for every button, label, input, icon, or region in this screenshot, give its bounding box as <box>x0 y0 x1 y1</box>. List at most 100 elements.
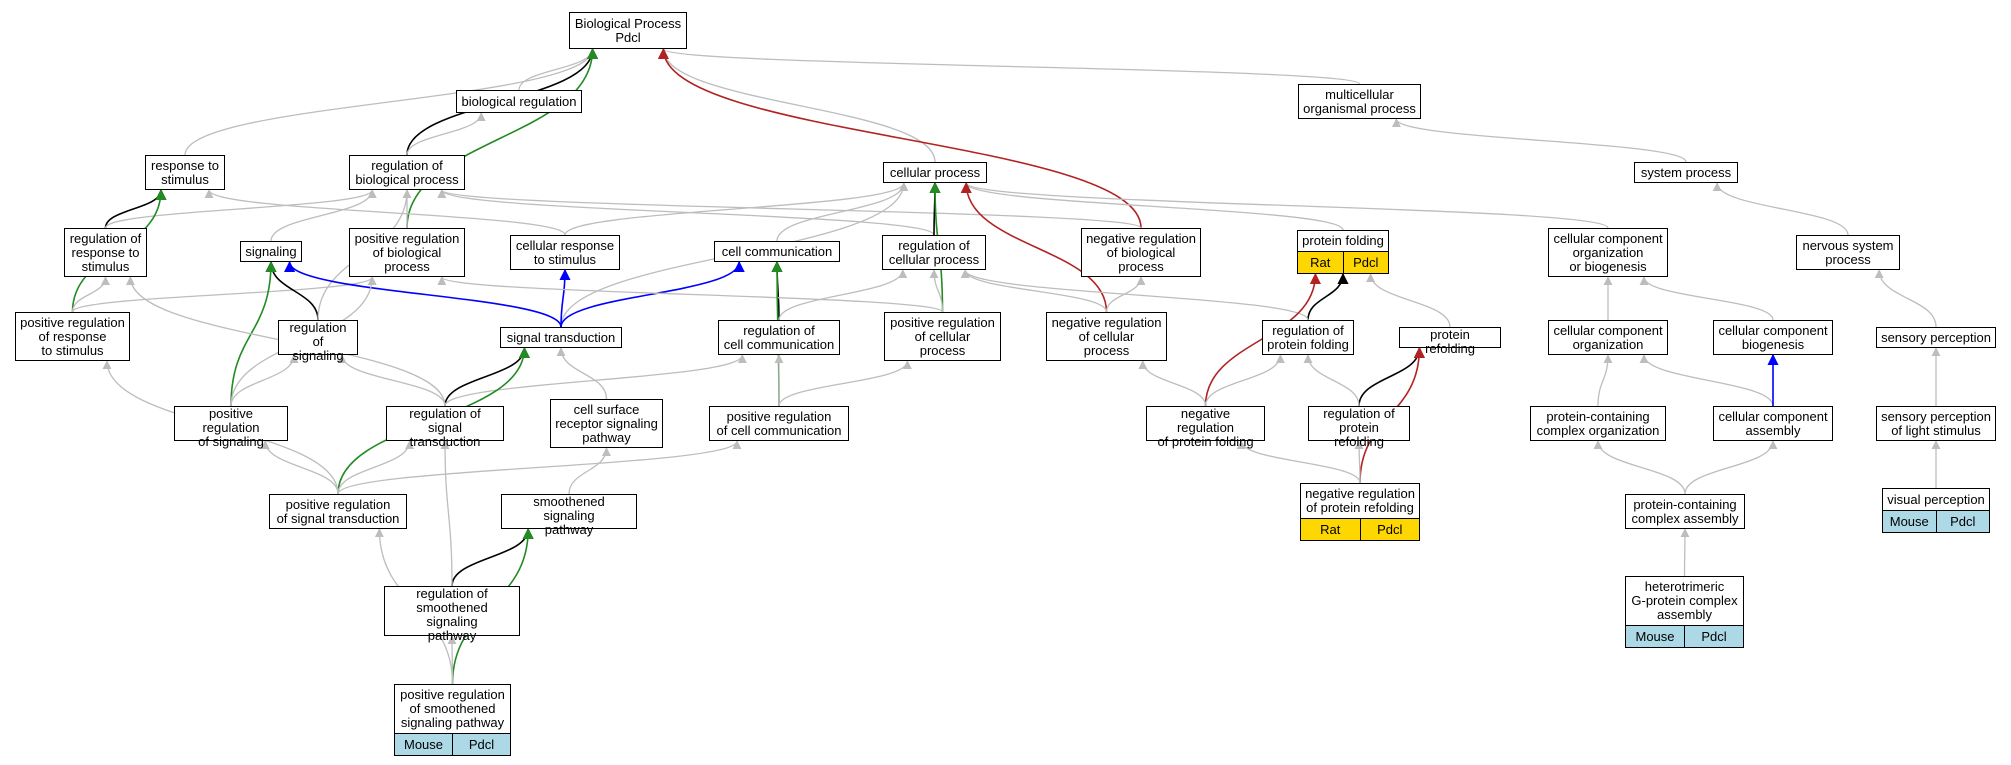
node-negative-regulation-of-biological-process[interactable]: negative regulation of biological proces… <box>1081 228 1201 277</box>
node-positive-regulation-of-cell-communication[interactable]: positive regulation of cell communicatio… <box>709 406 849 441</box>
node-cellular-component-assembly[interactable]: cellular component assembly <box>1713 406 1833 441</box>
node-label: positive regulation of signal transducti… <box>276 496 400 526</box>
node-sensory-perception[interactable]: sensory perception <box>1876 327 1996 348</box>
node-cellular-component-organization-or-biogenesis[interactable]: cellular component organization or bioge… <box>1548 228 1668 277</box>
node-regulation-of-protein-refolding[interactable]: regulation of protein refolding <box>1308 406 1410 449</box>
node-label: negative regulation of biological proces… <box>1086 230 1196 274</box>
node-regulation-of-response-to-stimulus[interactable]: regulation of response to stimulus <box>64 228 147 277</box>
node-cellular-process[interactable]: cellular process <box>883 162 987 183</box>
node-label: positive regulation of biological proces… <box>354 230 460 274</box>
node-positive-regulation-of-biological-process[interactable]: positive regulation of biological proces… <box>349 228 465 277</box>
node-response-to-stimulus[interactable]: response to stimulus <box>145 155 225 190</box>
annotation-pdcl: Pdcl <box>1684 626 1743 647</box>
edge-negregprotfold-to-regprotfold <box>1204 354 1285 407</box>
node-label: signal transduction <box>506 329 616 345</box>
edge-smooth-to-cellsurf <box>568 447 612 495</box>
node-protein-containing-complex-organization[interactable]: protein-containing complex organization <box>1530 406 1666 441</box>
node-positive-regulation-of-smoothened-signaling-pathway[interactable]: positive regulation of smoothened signal… <box>394 684 511 756</box>
edge-ccbio-to-ccob <box>1639 276 1774 321</box>
node-cellular-response-to-stimulus[interactable]: cellular response to stimulus <box>510 235 620 270</box>
edge-regprotrefold-to-regprotfold <box>1303 354 1360 407</box>
node-heterotrimeric-g-protein-complex-assembly[interactable]: heterotrimeric G-protein complex assembl… <box>1625 576 1744 648</box>
node-regulation-of-cellular-process[interactable]: regulation of cellular process <box>882 235 986 270</box>
edge-negregbp-to-bp <box>657 47 1142 229</box>
node-label: biological regulation <box>461 93 577 109</box>
node-regulation-of-biological-process[interactable]: regulation of biological process <box>349 155 465 190</box>
node-label: regulation of cell communication <box>723 322 835 352</box>
edge-posregcellproc-to-regcellproc <box>929 269 944 313</box>
node-regulation-of-cell-communication[interactable]: regulation of cell communication <box>718 320 840 355</box>
node-regulation-of-protein-folding[interactable]: regulation of protein folding <box>1262 320 1354 355</box>
edge-regsmooth-to-regsigtrans <box>440 440 453 587</box>
node-protein-containing-complex-assembly[interactable]: protein-containing complex assembly <box>1625 494 1745 529</box>
node-cellular-component-biogenesis[interactable]: cellular component biogenesis <box>1713 320 1833 355</box>
annotation-mouse: Mouse <box>1626 626 1684 647</box>
node-label: positive regulation of cellular process <box>890 314 995 358</box>
edge-regprotfold-to-regcellproc <box>960 269 1309 321</box>
node-label: multicellular organismal process <box>1303 86 1416 116</box>
edge-negregprotrefold-to-regprotrefold <box>1354 440 1364 484</box>
edge-sigtrans-to-signaling <box>284 260 562 328</box>
node-regulation-of-signaling[interactable]: regulation of signaling <box>278 320 358 363</box>
annotation-mouse: Mouse <box>1883 511 1936 532</box>
node-label: cell communication <box>721 243 833 259</box>
node-cell-communication[interactable]: cell communication <box>714 241 840 262</box>
node-label: cellular response to stimulus <box>515 237 615 267</box>
node-regulation-of-signal-transduction[interactable]: regulation of signal transduction <box>386 406 504 449</box>
node-nervous-system-process[interactable]: nervous system process <box>1796 235 1900 270</box>
node-label: smoothened signaling pathway <box>533 494 605 537</box>
edge-regsmooth-to-smooth <box>451 527 534 587</box>
edge-pcorg-to-ccorg <box>1597 354 1613 407</box>
node-multicellular-organismal-process[interactable]: multicellular organismal process <box>1298 84 1421 119</box>
edge-regprotrefold-to-protrefold <box>1358 346 1425 407</box>
edge-sigtrans-to-cellcomm <box>560 260 745 328</box>
node-positive-regulation-of-cellular-process[interactable]: positive regulation of cellular process <box>884 312 1001 361</box>
node-signaling[interactable]: signaling <box>240 241 302 262</box>
node-protein-refolding[interactable]: protein refolding <box>1399 327 1501 356</box>
node-negative-regulation-of-cellular-process[interactable]: negative regulation of cellular process <box>1046 312 1167 361</box>
node-label: regulation of protein refolding <box>1323 406 1395 449</box>
edge-regcellcomm-to-regcellproc <box>778 269 908 321</box>
node-label: negative regulation of protein folding <box>1157 406 1254 449</box>
edge-posregsig-to-regsig <box>230 354 299 407</box>
node-biological-regulation[interactable]: biological regulation <box>456 90 582 113</box>
node-label: regulation of signaling <box>289 320 347 363</box>
node-positive-regulation-of-response-to-stimulus[interactable]: positive regulation of response to stimu… <box>15 312 130 361</box>
node-label: sensory perception of light stimulus <box>1881 408 1991 438</box>
node-biological-process[interactable]: Biological Process Pdcl <box>569 12 687 49</box>
node-label: cellular component biogenesis <box>1718 322 1828 352</box>
node-system-process[interactable]: system process <box>1634 162 1738 183</box>
annotation-mouse: Mouse <box>395 734 452 755</box>
node-positive-regulation-of-signaling[interactable]: positive regulation of signaling <box>174 406 288 449</box>
edge-cellsurf-to-sigtrans <box>556 347 608 400</box>
node-label: sensory perception <box>1881 329 1991 345</box>
node-negative-regulation-of-protein-refolding[interactable]: negative regulation of protein refolding… <box>1300 483 1420 541</box>
node-label: nervous system process <box>1802 237 1894 267</box>
edge-negregprotfold-to-protfold <box>1204 272 1321 407</box>
edge-nerv-to-sysproc <box>1712 182 1849 236</box>
node-signal-transduction[interactable]: signal transduction <box>500 327 622 348</box>
edge-resp-to-bp <box>184 48 598 156</box>
node-label: negative regulation of cellular process <box>1051 314 1162 358</box>
node-cell-surface-receptor-signaling-pathway[interactable]: cell surface receptor signaling pathway <box>550 399 663 448</box>
edge-posregsigtrans-to-posregcellcomm <box>337 440 742 495</box>
node-label: Biological Process Pdcl <box>574 15 682 45</box>
node-label: regulation of response to stimulus <box>69 230 142 274</box>
edge-regsigtrans-to-regcellcomm <box>444 354 747 407</box>
node-positive-regulation-of-signal-transduction[interactable]: positive regulation of signal transducti… <box>269 494 407 529</box>
edge-negregcellproc-to-regcellproc <box>960 269 1108 313</box>
node-regulation-of-smoothened-signaling-pathway[interactable]: regulation of smoothened signaling pathw… <box>384 586 520 643</box>
node-label: response to stimulus <box>151 157 219 187</box>
node-sensory-perception-of-light-stimulus[interactable]: sensory perception of light stimulus <box>1876 406 1996 441</box>
edge-posregresp-to-posregbp <box>71 276 377 313</box>
node-smoothened-signaling-pathway[interactable]: smoothened signaling pathway <box>501 494 637 537</box>
node-label: cellular component assembly <box>1718 408 1828 438</box>
node-negative-regulation-of-protein-folding[interactable]: negative regulation of protein folding <box>1146 406 1265 449</box>
edge-ccasm-to-ccorg <box>1639 354 1774 407</box>
node-label: positive regulation of cell communicatio… <box>716 408 842 438</box>
node-cellular-component-organization[interactable]: cellular component organization <box>1548 320 1668 355</box>
node-label: regulation of smoothened signaling pathw… <box>416 586 488 643</box>
